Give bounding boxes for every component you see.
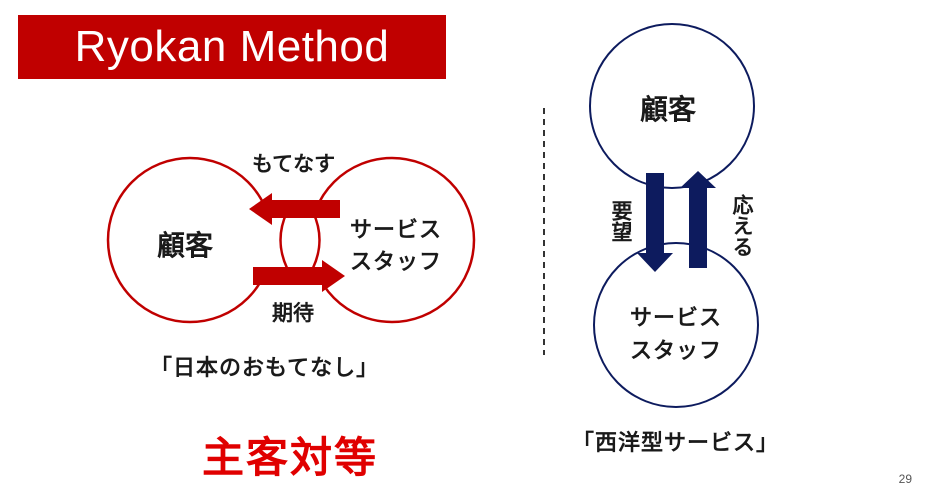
arrow-bottom-label: 期待 bbox=[272, 301, 314, 325]
title-banner: Ryokan Method bbox=[18, 15, 446, 79]
right-customer-label: 顧客 bbox=[640, 93, 697, 126]
left-customer-label: 顧客 bbox=[157, 229, 214, 262]
left-staff-label-1: サービス bbox=[350, 218, 443, 243]
down-arrow-icon bbox=[637, 173, 673, 272]
right-staff-circle bbox=[593, 242, 759, 408]
left-caption: 「日本のおもてなし」 bbox=[150, 356, 380, 381]
right-arrow-icon bbox=[253, 260, 345, 292]
arrow-down-label: 要望 bbox=[609, 200, 633, 242]
emphasis-text: 主客対等 bbox=[202, 433, 379, 482]
left-arrow-icon bbox=[249, 193, 340, 225]
right-customer-circle bbox=[589, 23, 755, 189]
slide-title: Ryokan Method bbox=[74, 22, 390, 71]
page-number: 29 bbox=[898, 472, 912, 486]
right-staff-label-2: スタッフ bbox=[630, 339, 723, 364]
left-staff-label-2: スタッフ bbox=[350, 250, 443, 275]
right-caption: 「西洋型サービス」 bbox=[572, 431, 780, 456]
arrow-top-label: もてなす bbox=[252, 152, 336, 176]
right-staff-label-1: サービス bbox=[630, 306, 723, 331]
up-arrow-icon bbox=[680, 171, 716, 268]
arrow-up-label: 応える bbox=[730, 194, 754, 257]
